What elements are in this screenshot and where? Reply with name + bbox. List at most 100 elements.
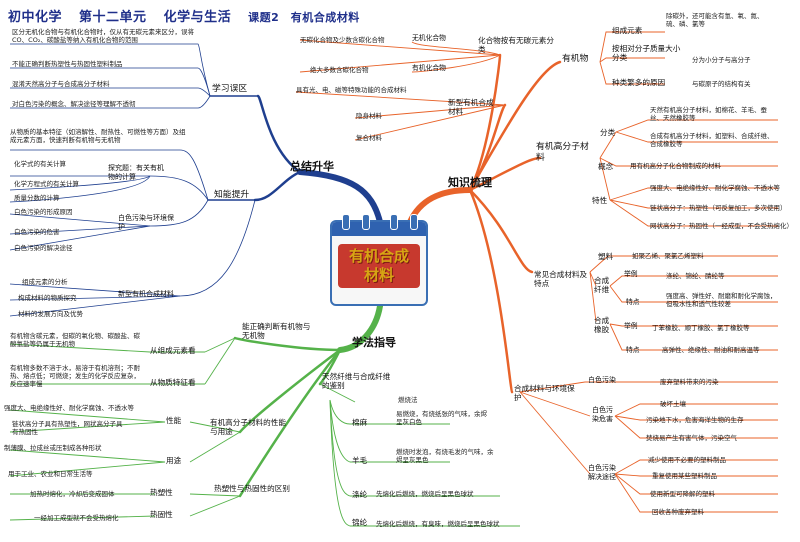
composition-desc: 除碳外，还可能含有氢、氧、氮、硫、磷、氯等	[666, 12, 764, 29]
summary-lines	[207, 94, 383, 225]
methods-lines	[233, 303, 383, 498]
molecule-class-desc: 分为小分子与高分子	[692, 56, 751, 64]
variety-label: 种类繁多的原因	[612, 78, 666, 87]
pollution-solution-label: 白色污染解决途径	[588, 464, 616, 481]
inorganic-label: 无机化合物	[412, 34, 446, 42]
pollution-item: 白色污染的形成原因	[14, 208, 73, 216]
inquiry-item: 化学式的有关计算	[14, 160, 66, 168]
new-materials-study-label: 新型有机合成材料	[118, 290, 174, 298]
fiber-example-label: 举例	[624, 270, 638, 278]
unit-name: 化学与生活	[163, 10, 232, 25]
polymer-property: 链状高分子：热塑性（可反复加工，多次使用）	[650, 204, 787, 212]
pollution-harm-label: 白色污染危害	[592, 406, 613, 423]
calendar-ring-icon	[362, 214, 370, 230]
rubber-example-label: 举例	[624, 322, 638, 330]
fiber-features: 强度高、弹性好、耐磨和耐化学腐蚀，但吸水性和透气性较差	[666, 292, 777, 309]
use-item: 制薄膜、拉成丝或压制成各种形状	[4, 444, 102, 452]
identify-property-desc: 有机物多数不溶于水，易溶于有机溶剂；不耐热、熔点低；可燃烧；发生的化学反应复杂，…	[10, 364, 140, 389]
identify-label: 能正确判断有机物与无机物	[242, 322, 311, 341]
pollution-item: 白色污染的危害	[14, 228, 60, 236]
misconceptions-label: 学习误区	[212, 84, 248, 94]
knowledge-leaf-lines	[295, 31, 778, 513]
calendar-ring-icon	[390, 214, 398, 230]
polymer-concept: 用有机高分子化合物制成的材料	[630, 162, 721, 170]
calendar-header	[332, 222, 426, 236]
rubber-feature-label: 特点	[626, 346, 640, 354]
branch-knowledge: 知识梳理	[448, 176, 492, 189]
identify-property-label: 从物质特征看	[150, 378, 196, 387]
white-pollution-label: 白色污染	[588, 376, 616, 384]
pollution-harm: 污染地下水，危害海洋生物的生存	[646, 416, 744, 424]
misconception-item: 不能正确判断热塑性与热固性塑料制品	[12, 60, 123, 68]
rubber-examples: 丁苯橡胶、顺丁橡胶、氯丁橡胶等	[652, 324, 750, 332]
pollution-solution: 重复使用某些塑料制品	[652, 472, 717, 480]
polymer-property: 强度大、电绝缘性好、耐化学腐蚀、不透水等	[650, 184, 780, 192]
knowledge-lines	[407, 53, 562, 394]
molecule-class-label: 按相对分子质量大小分类	[612, 44, 681, 63]
performance-item: 链状高分子具有热塑性，网状高分子具有热固性	[12, 420, 123, 437]
thermoset-label: 热固性	[150, 510, 173, 519]
central-topic-label: 有机合成 材料	[338, 244, 420, 288]
polymer-property: 网状高分子：热固性（一经成型，不会受热熔化）	[650, 222, 793, 230]
inquiry-label: 探究题：有关有机物的计算	[108, 164, 164, 181]
fiber-label: 合成纤维	[594, 276, 610, 295]
polymer-concept-label: 概念	[598, 162, 614, 171]
organic-compound-desc: 绝大多数含碳化合物	[310, 66, 369, 74]
central-topic-line1: 有机合成	[348, 247, 409, 265]
pollution-item: 白色污染的解决途径	[14, 244, 73, 252]
identify-composition-label: 从组成元素看	[150, 346, 196, 355]
fiber-identify-label: 天然纤维与合成纤维的鉴别	[322, 372, 391, 391]
new-materials-desc: 具有光、电、磁等特殊功能的合成材料	[296, 86, 407, 94]
polymer-class-label: 分类	[600, 128, 616, 137]
performance-item: 强度大、电绝缘性好、耐化学腐蚀、不透水等	[4, 404, 134, 412]
central-topic-line2: 材料	[363, 265, 394, 284]
classification-label: 化合物按有无碳元素分类	[478, 36, 554, 55]
fiber-name: 锦纶	[352, 518, 368, 527]
fiber-desc: 先熔化后燃烧，有臭味，燃烧后呈黑色球状	[376, 520, 500, 528]
pollution-solution: 减少使用不必要的塑料制品	[648, 456, 726, 464]
calendar-ring-icon	[410, 214, 418, 230]
pollution-solution: 回收各种废弃塑料	[652, 508, 704, 516]
plastic-label: 塑料	[598, 252, 614, 261]
natural-polymer: 天然有机高分子材料，如棉花、羊毛、蚕丝、天然橡胶等	[650, 106, 767, 123]
fiber-desc: 燃烧时发泡，有烧毛发的气味，余烬呈灰黑色	[396, 448, 494, 465]
performance-perf-label: 性能	[166, 416, 182, 425]
summary-leaf-lines	[9, 43, 256, 317]
calendar-ring-icon	[342, 214, 350, 230]
pollution-label: 白色污染与环境保护	[118, 214, 174, 231]
fiber-name: 棉麻	[352, 418, 368, 427]
thermoset-desc: 一经加工成型就不会受热熔化	[34, 514, 119, 522]
lesson-name: 课题2 有机合成材料	[248, 11, 360, 24]
rubber-label: 合成橡胶	[594, 316, 610, 335]
inquiry-item: 质量分数的计算	[14, 194, 60, 202]
methods-leaf-lines	[9, 337, 520, 527]
thermoplastic-label: 热塑性	[150, 488, 173, 497]
use-item: 用于工业、农业和日常生活等	[8, 470, 93, 478]
rubber-features: 高弹性、绝缘性、耐油和耐高温等	[662, 346, 760, 354]
fiber-feature-label: 特点	[626, 298, 640, 306]
performance-use-label: 用途	[166, 456, 182, 465]
ability-label: 知能提升	[214, 190, 250, 200]
misconception-item: 混淆天然高分子与合成高分子材料	[12, 80, 110, 88]
environment-label: 合成材料与环境保护	[514, 384, 575, 403]
organic-label: 有机物	[562, 54, 589, 64]
fiber-desc: 先熔化后燃烧，燃烧后呈黑色球状	[376, 490, 474, 498]
synthetic-polymer: 合成有机高分子材料，如塑料、合成纤维、合成橡胶等	[650, 132, 774, 149]
misconception-item: 区分无机化合物与有机化合物时，仅从有无碳元素来区分，误将CO、CO₂、碳酸盐等纳…	[12, 28, 194, 45]
new-materials-label: 新型有机合成材料	[448, 98, 494, 117]
ability-intro: 从物质的基本特征（如溶解性、耐热性、可燃性等方面）及组成元素方面，快速判断有机物…	[10, 128, 186, 145]
central-topic: 有机合成 材料	[330, 214, 428, 306]
branch-methods: 学法指导	[352, 336, 396, 349]
thermoplastic-desc: 加热时熔化，冷却后变成固体	[30, 490, 115, 498]
inorganic-desc: 无碳化合物及少数含碳化合物	[300, 36, 385, 44]
new-material-item: 复合材料	[356, 134, 382, 142]
variety-desc: 与碳原子的结构有关	[692, 80, 751, 88]
pollution-harm: 焚烧易产生有害气体，污染空气	[646, 434, 737, 442]
burning-method-label: 燃烧法	[398, 396, 418, 404]
course-name: 初中化学	[8, 10, 63, 25]
misconception-item: 对白色污染的概念、解决途径等理解不透彻	[12, 100, 136, 108]
new-materials-study-item: 组成元素的分析	[22, 278, 68, 286]
identify-composition-desc: 有机物含碳元素，但碳的氧化物、碳酸盐、碳酸氢盐等仍属于无机物	[10, 332, 140, 349]
